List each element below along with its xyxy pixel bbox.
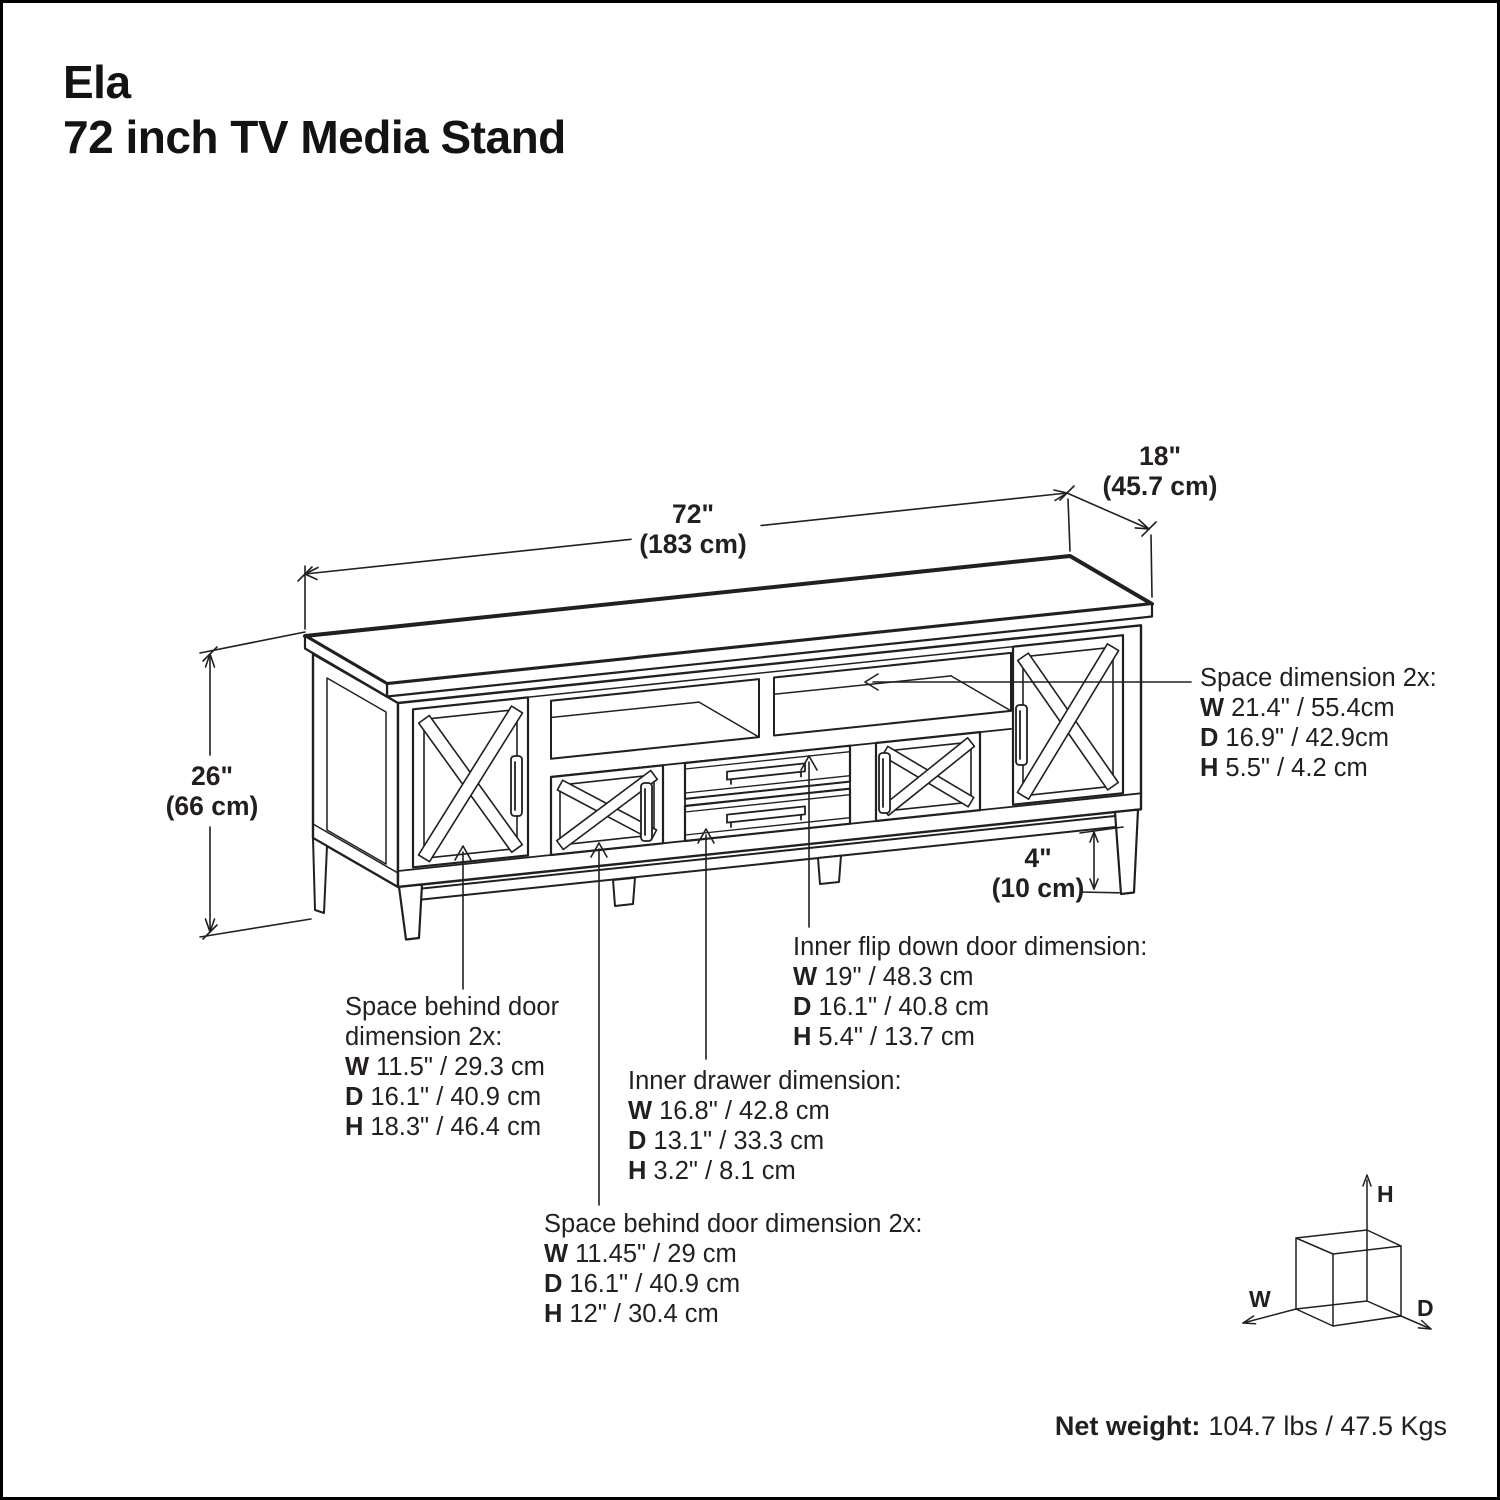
spec-value: 21.4" / 55.4cm	[1231, 694, 1395, 722]
key-h: H	[1200, 754, 1219, 782]
product-title: Ela 72 inch TV Media Stand	[63, 55, 566, 165]
key-w: W	[1200, 694, 1225, 722]
drawer-stack	[683, 744, 852, 843]
tv-stand-illustration	[303, 554, 1154, 941]
axis-cube-icon	[1242, 1174, 1432, 1330]
leader-behind-door-left	[454, 845, 472, 990]
dim-label-width: 72" (183 cm)	[598, 499, 788, 559]
dim-label-depth: 18" (45.7 cm)	[1065, 441, 1255, 501]
leader-flip-door	[800, 755, 818, 928]
key-w: W	[628, 1097, 653, 1125]
product-name: Ela	[63, 56, 131, 108]
key-d: D	[1200, 724, 1219, 752]
dim-depth-metric: (45.7 cm)	[1102, 471, 1218, 501]
axis-label-h: H	[1377, 1181, 1394, 1207]
tv-stand-dimension-drawing	[199, 485, 1432, 1330]
spec-value: 16.1" / 40.8 cm	[818, 993, 990, 1021]
dim-height-metric: (66 cm)	[165, 791, 259, 821]
dim-leg-metric: (10 cm)	[991, 873, 1085, 903]
dim-label-leg: 4" (10 cm)	[958, 843, 1118, 903]
axis-label-d: D	[1417, 1295, 1434, 1321]
inner-right-door	[874, 730, 982, 823]
dim-width-metric: (183 cm)	[639, 529, 747, 559]
key-d: D	[544, 1270, 563, 1298]
spec-value: 11.45" / 29 cm	[575, 1240, 737, 1268]
net-weight-label: Net weight:	[1054, 1411, 1201, 1441]
key-d: D	[793, 993, 812, 1021]
dim-line-leg-4in	[1079, 826, 1124, 894]
key-d: D	[345, 1083, 364, 1111]
key-w: W	[544, 1240, 569, 1268]
dim-height-inches: 26"	[190, 761, 234, 791]
key-h: H	[544, 1300, 563, 1328]
key-w: W	[345, 1053, 370, 1081]
spec-title: Inner drawer dimension:	[628, 1067, 902, 1095]
drawer-handles	[726, 762, 806, 828]
spec-value: 11.5" / 29.3 cm	[376, 1053, 545, 1081]
spec-value: 5.5" / 4.2 cm	[1225, 754, 1368, 782]
spec-value: 18.3" / 46.4 cm	[370, 1113, 542, 1141]
dim-line-depth-18in	[1066, 492, 1157, 598]
dim-line-height-26in	[199, 631, 312, 940]
leader-inner-drawer	[697, 828, 715, 1060]
key-h: H	[628, 1157, 647, 1185]
key-w: W	[793, 963, 818, 991]
leader-space-dimension	[864, 673, 1192, 691]
outer-right-door	[1011, 634, 1125, 806]
product-subtitle: 72 inch TV Media Stand	[63, 111, 566, 163]
dim-depth-inches: 18"	[1138, 441, 1182, 471]
spec-value: 19" / 48.3 cm	[824, 963, 974, 991]
outer-left-door	[411, 696, 530, 869]
net-weight: Net weight:104.7 lbs / 47.5 Kgs	[1055, 1411, 1447, 1442]
spec-value: 13.1" / 33.3 cm	[653, 1127, 825, 1155]
dim-width-inches: 72"	[671, 499, 715, 529]
spec-value: 16.9" / 42.9cm	[1225, 724, 1389, 752]
left-shelf-interior	[551, 701, 759, 759]
net-weight-value: 104.7 lbs / 47.5 Kgs	[1208, 1411, 1447, 1441]
door-handles	[510, 704, 1028, 842]
spec-value: 16.1" / 40.9 cm	[569, 1270, 741, 1298]
spec-value: 3.2" / 8.1 cm	[653, 1157, 796, 1185]
inner-left-door	[549, 764, 665, 857]
spec-title: Space dimension 2x:	[1200, 664, 1437, 692]
spec-title: Inner flip down door dimension:	[793, 933, 1148, 961]
spec-value: 16.1" / 40.9 cm	[370, 1083, 542, 1111]
dim-label-height: 26" (66 cm)	[123, 761, 301, 821]
spec-value: 12" / 30.4 cm	[569, 1300, 719, 1328]
dim-leg-inches: 4"	[1024, 843, 1052, 873]
axis-label-w: W	[1249, 1286, 1271, 1312]
spec-value: 5.4" / 13.7 cm	[818, 1023, 975, 1051]
key-h: H	[793, 1023, 812, 1051]
spec-value: 16.8" / 42.8 cm	[659, 1097, 830, 1125]
spec-title: Space behind door dimension 2x:	[544, 1210, 923, 1238]
key-d: D	[628, 1127, 647, 1155]
spec-title: Space behind door dimension 2x:	[345, 993, 560, 1051]
leader-behind-door-inner	[590, 842, 608, 1206]
key-h: H	[345, 1113, 364, 1141]
